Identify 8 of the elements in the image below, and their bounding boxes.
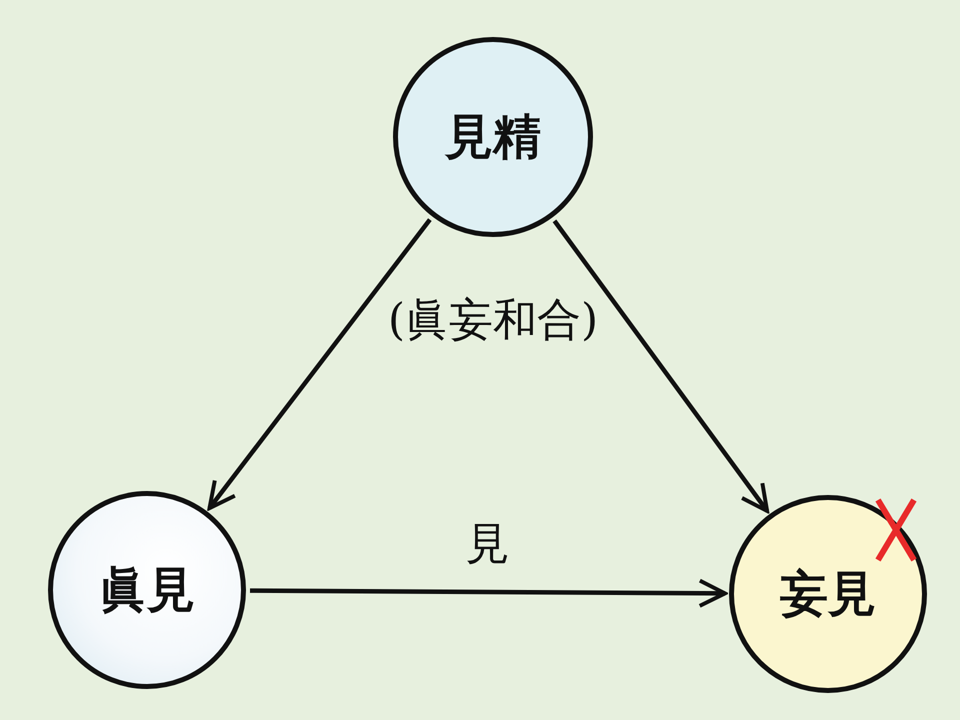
edge-label: 見 xyxy=(466,518,510,572)
node-label: 眞見 xyxy=(99,561,195,620)
node-label: 妄見 xyxy=(780,565,876,624)
arrow xyxy=(250,578,727,608)
annotation-text: (眞妄和合) xyxy=(388,294,598,348)
arrow xyxy=(208,218,432,510)
node-label: 見精 xyxy=(445,108,541,167)
arrow xyxy=(552,220,770,513)
